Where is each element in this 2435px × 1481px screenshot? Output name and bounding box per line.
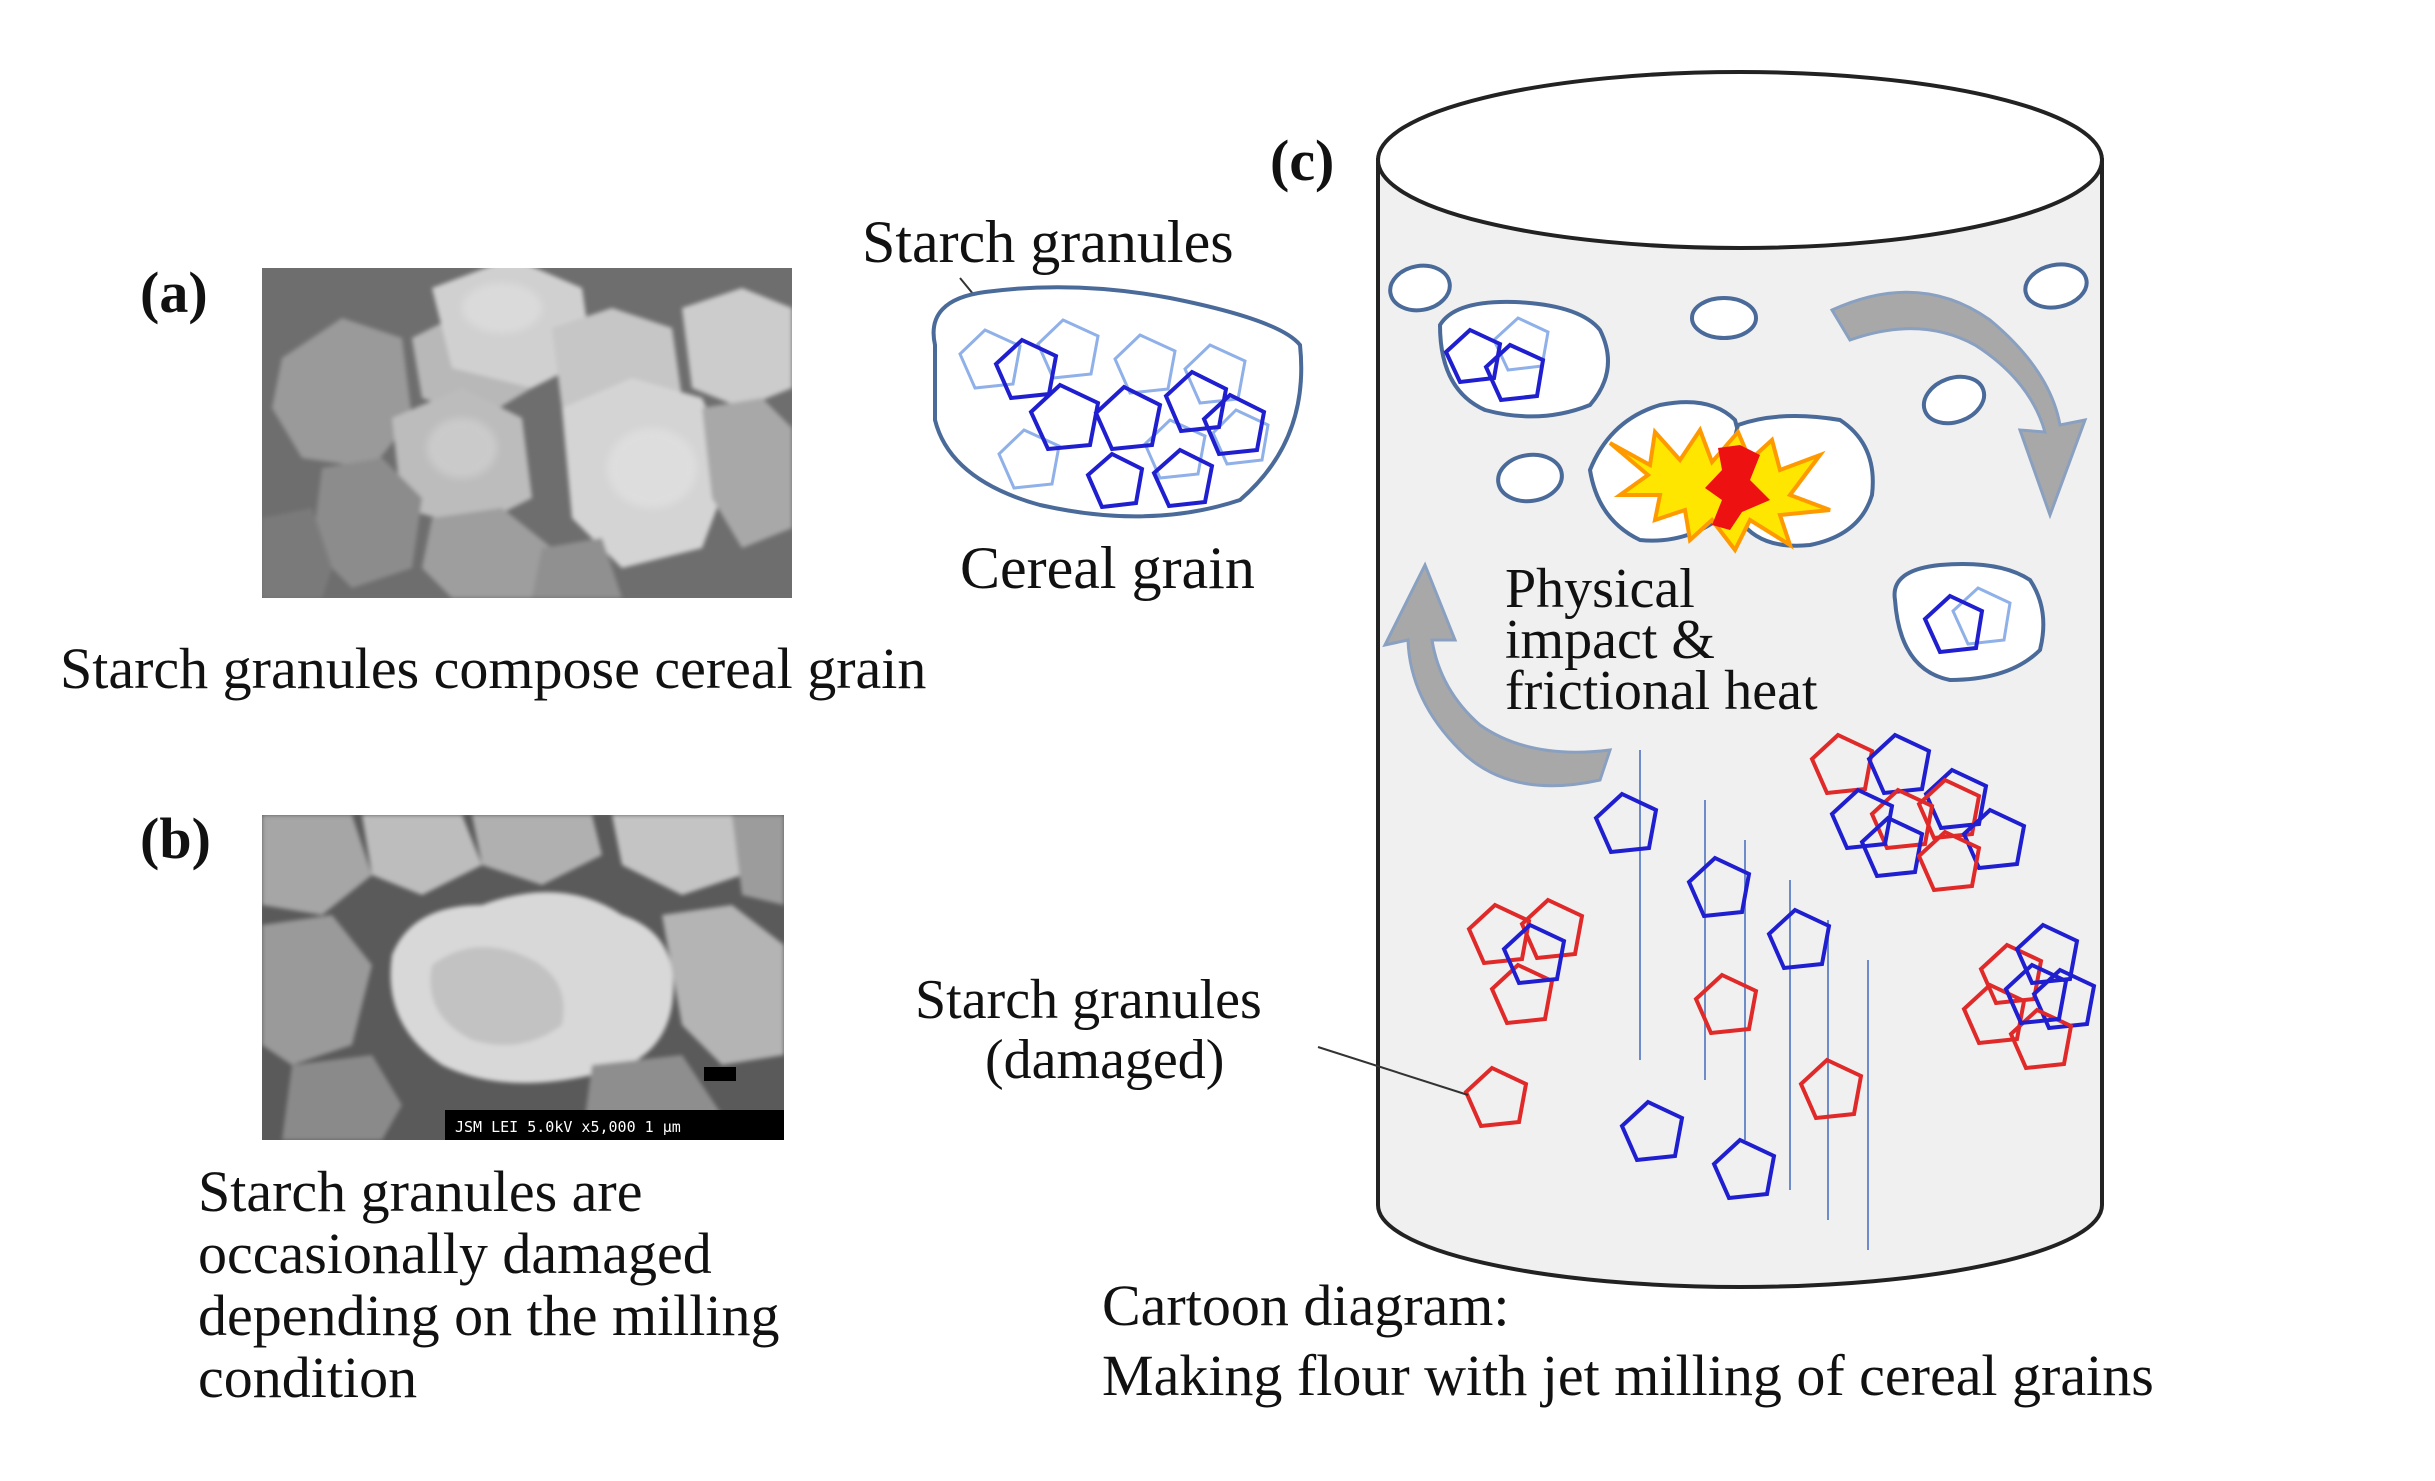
impact-label-line-3: frictional heat: [1505, 660, 1818, 722]
panel-b-caption: Starch granules are occasionally damaged…: [198, 1159, 780, 1410]
cylinder-body: [1376, 158, 2104, 1289]
panel-c-caption: Cartoon diagram: Making flour with jet m…: [1102, 1273, 2154, 1408]
micrograph-info-text: JSM LEI 5.0kV x5,000 1 μm: [455, 1118, 681, 1136]
circulation-arrow-left: [1382, 561, 1613, 788]
impact-label-line-2: impact &: [1505, 609, 1715, 671]
micrograph-b: JSM LEI 5.0kV x5,000 1 μm: [262, 815, 784, 1140]
granule-cluster-upper-right: [1809, 732, 2027, 893]
granule-cluster-right: [1961, 922, 2097, 1071]
granule-cluster-left: [1466, 897, 1585, 1026]
damaged-label-line-1: Starch granules: [915, 969, 1262, 1031]
starch-granules-label: Starch granules: [862, 209, 1234, 275]
impact-label-line-1: Physical: [1505, 558, 1695, 620]
cylinder-top: [1376, 70, 2104, 250]
damaged-label-line-2: (damaged): [985, 1029, 1224, 1091]
panel-b-caption-line-4: condition: [198, 1345, 417, 1410]
granules-intact: [993, 337, 1267, 510]
panel-b-caption-line-2: occasionally damaged: [198, 1221, 712, 1286]
cereal-grain-label: Cereal grain: [960, 535, 1255, 601]
panel-c-label: (c): [1270, 128, 1334, 193]
micrograph-a: [262, 268, 792, 598]
grain-fragment-upper: [1437, 299, 1610, 419]
panel-a-caption: Starch granules compose cereal grain: [60, 636, 926, 701]
panel-c-caption-line-1: Cartoon diagram:: [1102, 1273, 1510, 1338]
damaged-granules-label: Starch granules (damaged): [915, 969, 1262, 1091]
circulation-arrow-right: [1829, 290, 2088, 520]
panel-b-label: (b): [140, 806, 211, 871]
cereal-grain-diagram: [931, 285, 1304, 519]
grain-fragment-right: [1892, 562, 2046, 683]
micrograph-info-bar: [445, 1110, 784, 1140]
impact-label: Physical impact & frictional heat: [1505, 558, 1818, 722]
panel-b-caption-line-3: depending on the milling: [198, 1283, 780, 1348]
damaged-granules-pointer: [1317, 1046, 1469, 1096]
granules-falling-damaged: [1463, 972, 1864, 1129]
impact-core: [1705, 445, 1770, 530]
mill-cylinder: [1376, 70, 2104, 1289]
colliding-grains: [1587, 400, 1875, 554]
granules-falling-intact: [1593, 791, 1832, 1201]
panel-a-label: (a): [140, 260, 208, 325]
grain-particles: [1388, 262, 2089, 504]
panel-b-caption-line-1: Starch granules are: [198, 1159, 642, 1224]
panel-c-caption-line-2: Making flour with jet milling of cereal …: [1102, 1343, 2154, 1408]
scale-bar: [704, 1067, 736, 1081]
